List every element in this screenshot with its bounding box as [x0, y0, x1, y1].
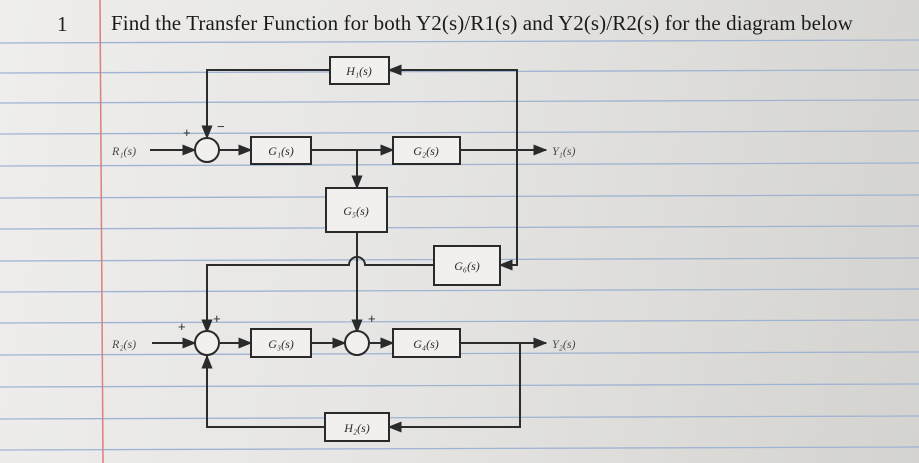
- sign-sum1-feedback: −: [217, 119, 225, 134]
- problem-number: 1: [57, 12, 68, 36]
- block-g2-label: G₂(s): [413, 144, 439, 158]
- block-h1-label: H₁(s): [345, 64, 372, 78]
- summing-junction-1: [194, 137, 220, 163]
- block-g6-label: G₆(s): [454, 259, 480, 273]
- block-g5: [325, 187, 388, 233]
- block-g3: [250, 328, 312, 358]
- wire-y2-to-h2: [387, 343, 521, 433]
- sign-sum2-top: +: [213, 311, 221, 326]
- sign-sum2-input: +: [178, 319, 186, 334]
- block-g1-label: G₁(s): [268, 144, 294, 158]
- block-g5-label: G₅(s): [343, 204, 369, 218]
- block-g1: [250, 136, 312, 165]
- wire-h2-to-sum2: [201, 354, 325, 428]
- block-g4-label: G₄(s): [413, 337, 439, 351]
- margin-line: [99, 0, 104, 463]
- block-g6: [433, 245, 501, 286]
- summing-junction-3: [344, 330, 370, 356]
- signal-y1-label: Y₁(s): [552, 144, 576, 158]
- sign-sum1-input: +: [183, 125, 191, 140]
- block-h2-label: H₂(s): [343, 421, 370, 435]
- signal-y2-label: Y₂(s): [552, 337, 576, 351]
- wire-h1-to-sum1: [201, 69, 330, 140]
- problem-statement: Find the Transfer Function for both Y2(s…: [111, 11, 853, 35]
- block-g3-label: G₃(s): [268, 337, 294, 351]
- wire-g6-to-sum2: [201, 256, 434, 334]
- wire-y1-to-g6: [498, 150, 518, 271]
- signal-r1-label: R₁(s): [111, 144, 136, 158]
- block-g4: [392, 328, 461, 358]
- signal-wires: [150, 64, 548, 433]
- signal-r2-label: R₂(s): [111, 337, 136, 351]
- block-h1: [329, 56, 390, 85]
- sign-sum3-top: +: [368, 311, 376, 326]
- wire-y1-to-h1: [387, 64, 518, 150]
- block-h2: [324, 412, 390, 442]
- block-g2: [392, 136, 461, 165]
- summing-junction-2: [194, 330, 220, 356]
